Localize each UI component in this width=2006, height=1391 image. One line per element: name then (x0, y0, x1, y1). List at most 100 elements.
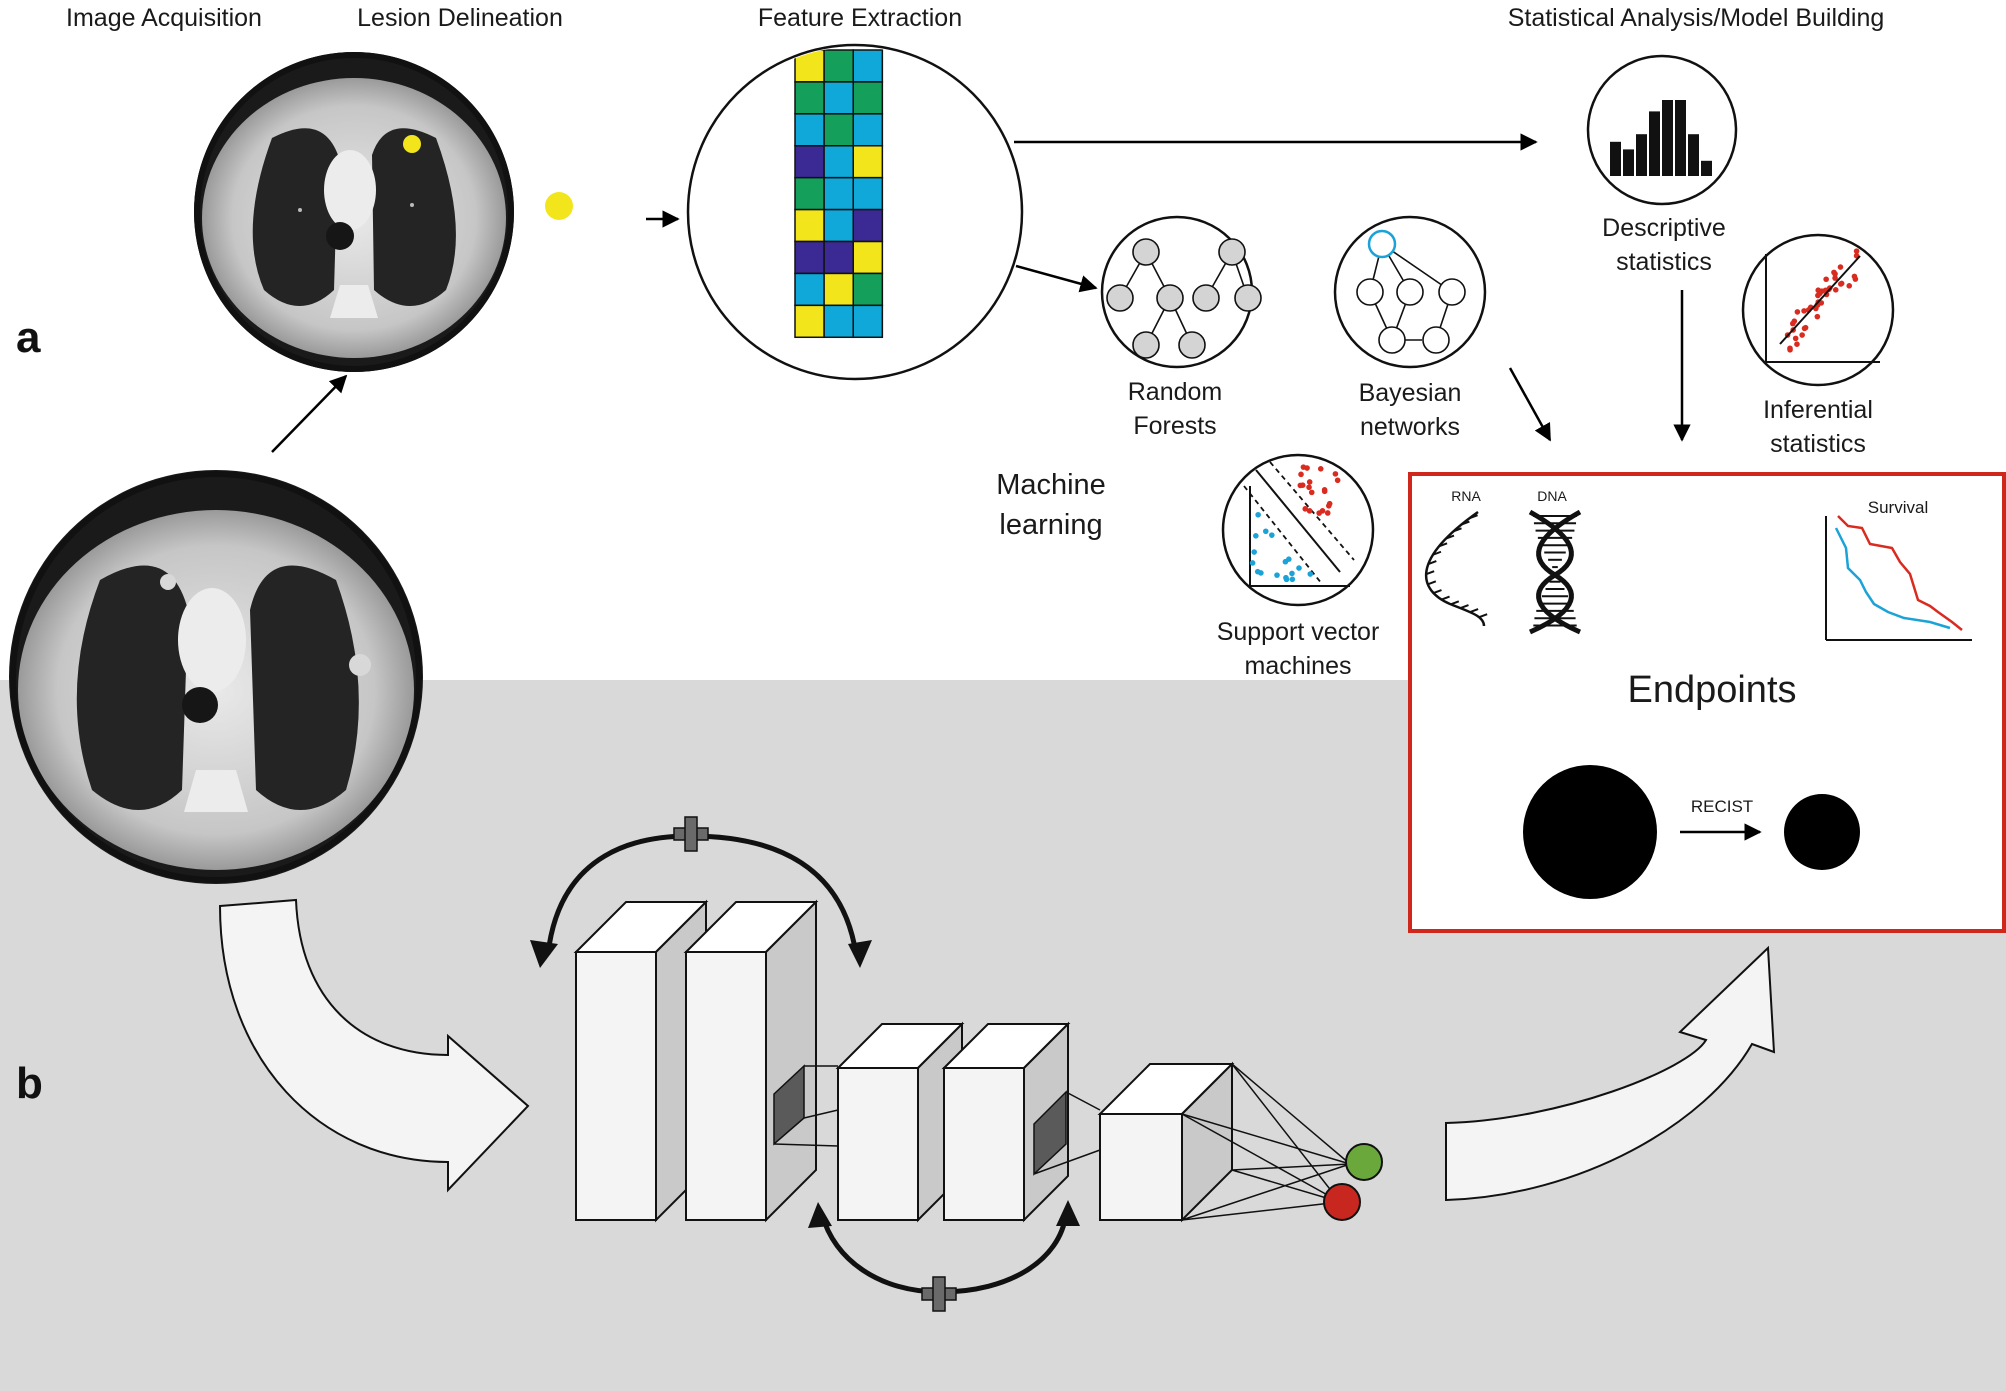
feature-cell (852, 176, 884, 211)
scatter-point (1814, 313, 1821, 320)
label-dna: DNA (1537, 488, 1567, 504)
feature-cell (823, 176, 854, 211)
svm-point-blue (1269, 532, 1275, 538)
header-image-acquisition: Image Acquisition (66, 4, 262, 32)
svm-point-blue (1249, 560, 1256, 566)
label-machine-learning-2: learning (999, 509, 1102, 541)
endpoints-title: Endpoints (1627, 669, 1796, 711)
svm-point-red (1302, 506, 1309, 512)
label-survival: Survival (1868, 498, 1928, 517)
svm-point-blue (1274, 572, 1280, 578)
svm-point-red (1332, 471, 1339, 477)
feature-cell (852, 208, 884, 243)
feature-cell (823, 208, 854, 243)
label-recist: RECIST (1691, 797, 1753, 816)
bayesian-network-icon (1333, 215, 1487, 369)
cnn-block-icon (683, 899, 819, 1223)
scatter-point (1851, 273, 1858, 280)
feature-cell (794, 145, 825, 179)
svm-icon (1221, 453, 1375, 607)
scatter-point (1837, 264, 1844, 270)
feature-cell (823, 113, 854, 147)
label-random-1: Random (1128, 378, 1223, 406)
feature-cell (794, 113, 825, 147)
lesion-marker (403, 135, 421, 153)
label-bayesian-2: networks (1360, 413, 1460, 441)
plus-icon (921, 1276, 957, 1312)
scatter-point (1823, 276, 1829, 283)
feature-cell (852, 113, 884, 147)
feature-cell (794, 176, 825, 211)
svm-point-blue (1289, 576, 1296, 583)
histogram-bar (1688, 134, 1699, 176)
panel-label-a: a (16, 313, 41, 362)
ct-scan-icon (9, 470, 423, 884)
output-node-red (1323, 1183, 1361, 1221)
svm-point-blue (1283, 576, 1290, 583)
svm-point-red (1319, 508, 1326, 514)
ct-scan-lesion-icon (194, 52, 573, 372)
label-machine-learning-1: Machine (996, 469, 1106, 501)
feature-cell (852, 81, 884, 115)
svm-point-red (1326, 500, 1333, 507)
histogram-bar (1675, 100, 1686, 176)
label-bayesian-1: Bayesian (1359, 379, 1462, 407)
feature-cell (823, 81, 854, 115)
svm-point-red (1306, 484, 1312, 491)
arrow (1015, 264, 1098, 293)
svm-point-red (1306, 479, 1313, 485)
scatter-regression-icon (1741, 233, 1895, 387)
svm-point-blue (1307, 571, 1314, 577)
svm-point-blue (1286, 556, 1292, 562)
scatter-point (1787, 347, 1793, 353)
lesion-marker (545, 192, 573, 220)
dna-helix-icon (1528, 509, 1582, 635)
scatter-point (1794, 309, 1801, 315)
svm-point-blue (1296, 565, 1302, 571)
endpoints-box: RNA DNA Survival Endpoints RECIST (1408, 472, 2006, 933)
feature-cell (823, 240, 854, 275)
scatter-point (1791, 318, 1798, 324)
feature-cell (852, 272, 884, 307)
label-svm-1: Support vector (1217, 618, 1380, 646)
svm-point-blue (1255, 511, 1261, 518)
histogram-icon (1586, 54, 1738, 206)
feature-cell (823, 145, 854, 179)
label-rna: RNA (1451, 488, 1481, 504)
histogram-bar (1701, 160, 1712, 176)
svm-point-red (1306, 508, 1313, 514)
label-descriptive-1: Descriptive (1602, 214, 1726, 242)
survival-curve-icon (1825, 515, 1972, 641)
feature-cell (794, 81, 825, 115)
feature-cell (852, 49, 884, 83)
feature-cell (852, 304, 884, 339)
curved-arrow-output (1445, 945, 1776, 1202)
svm-point-red (1300, 464, 1307, 470)
label-descriptive-2: statistics (1616, 248, 1712, 276)
tumor-before-icon (1523, 765, 1657, 899)
feature-cell (794, 304, 825, 339)
scatter-point (1832, 286, 1839, 293)
svm-point-red (1317, 466, 1324, 472)
random-forest-icon (1100, 215, 1262, 369)
header-statistical-analysis: Statistical Analysis/Model Building (1508, 4, 1885, 32)
plus-icon (673, 816, 709, 852)
scatter-point (1853, 248, 1860, 254)
scatter-point (1799, 332, 1805, 338)
cnn-block-icon (1097, 1061, 1235, 1223)
feature-cell (852, 240, 884, 275)
scatter-point (1838, 281, 1844, 287)
svm-point-blue (1253, 533, 1259, 539)
scatter-point (1846, 283, 1853, 289)
scatter-point (1832, 271, 1838, 277)
histogram-bar (1662, 100, 1673, 176)
arrow (1508, 367, 1552, 442)
feature-cell (823, 49, 854, 83)
histogram-bar (1623, 149, 1634, 176)
svm-point-blue (1262, 528, 1269, 535)
svm-point-red (1324, 510, 1331, 516)
cnn-network-icon (530, 816, 1383, 1312)
svm-point-blue (1258, 570, 1264, 576)
feature-cell (852, 145, 884, 179)
